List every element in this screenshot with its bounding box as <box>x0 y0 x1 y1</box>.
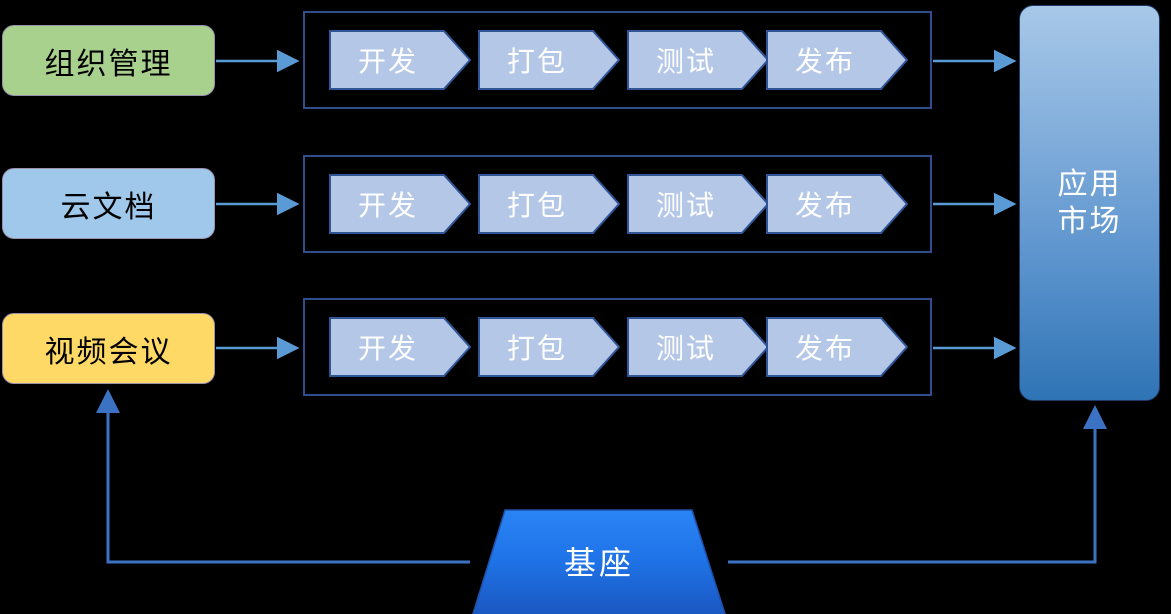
stage-chevron-develop[interactable]: 开发 <box>329 30 471 90</box>
stage-chevron-test[interactable]: 测试 <box>627 174 769 234</box>
stage-chevron-release[interactable]: 发布 <box>766 30 908 90</box>
app-box-video-meeting[interactable]: 视频会议 <box>2 313 215 384</box>
app-box-label: 云文档 <box>60 190 157 224</box>
app-box-label: 组织管理 <box>44 47 173 81</box>
app-market-label: 应用 市场 <box>1057 167 1122 239</box>
stage-chevron-release[interactable]: 发布 <box>766 317 908 377</box>
pipeline-container-3 <box>303 298 932 396</box>
base-platform-shape[interactable]: 基座 <box>470 508 728 614</box>
app-box-label: 视频会议 <box>44 335 173 369</box>
pipeline-container-1 <box>303 11 932 109</box>
app-market-box[interactable]: 应用 市场 <box>1019 5 1160 401</box>
stage-chevron-release[interactable]: 发布 <box>766 174 908 234</box>
arrow-base-to-app-video <box>96 389 470 564</box>
stage-chevron-package[interactable]: 打包 <box>478 317 620 377</box>
arrow-base-to-market <box>728 405 1107 564</box>
stage-chevron-develop[interactable]: 开发 <box>329 174 471 234</box>
app-box-cloud-doc[interactable]: 云文档 <box>2 168 215 239</box>
app-box-organization[interactable]: 组织管理 <box>2 25 215 96</box>
stage-chevron-develop[interactable]: 开发 <box>329 317 471 377</box>
stage-chevron-package[interactable]: 打包 <box>478 174 620 234</box>
pipeline-container-2 <box>303 155 932 253</box>
stage-chevron-package[interactable]: 打包 <box>478 30 620 90</box>
stage-chevron-test[interactable]: 测试 <box>627 317 769 377</box>
stage-chevron-test[interactable]: 测试 <box>627 30 769 90</box>
